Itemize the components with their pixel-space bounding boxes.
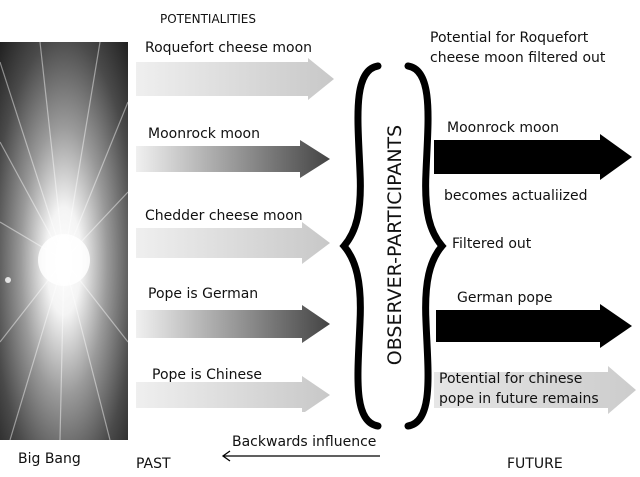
observer-brace [339,62,447,430]
label-moonrock: Moonrock moon [148,126,260,142]
observer-participants-label: OBSERVER-PARTICIPANTS [384,124,406,366]
label-chedder: Chedder cheese moon [145,208,303,224]
arrow-german [136,305,330,343]
label-filtered-out: Filtered out [452,236,532,252]
arrow-moonrock [136,140,330,178]
label-chinese-remains-1: Potential for chinese [439,371,583,387]
label-moonrock-right: Moonrock moon [447,120,559,136]
label-chinese-remains-2: pope in future remains [439,391,599,407]
right-arrows [434,134,632,348]
left-arrows [136,58,334,412]
label-big-bang: Big Bang [18,451,81,467]
label-roquefort-filtered-1: Potential for Roquefort [430,30,589,46]
label-chinese: Pope is Chinese [152,367,263,383]
arrow-chinese [136,376,330,412]
label-becomes-actualized: becomes actualiized [444,188,588,204]
label-german-pope: German pope [457,290,553,306]
label-past: PAST [136,456,171,472]
label-roquefort-filtered-2: cheese moon filtered out [430,50,606,66]
arrow-moonrock-actualized [434,134,632,180]
label-german: Pope is German [148,286,259,302]
label-roquefort: Roquefort cheese moon [145,40,313,56]
arrow-german-actualized [436,304,632,348]
label-backwards-influence: Backwards influence [232,434,377,450]
arrow-roquefort [136,58,334,100]
arrow-chinese-remains [434,366,636,414]
backwards-arrow [221,450,380,462]
potentialities-heading: POTENTIALITIES [160,12,256,26]
label-future: FUTURE [507,456,563,472]
big-bang-image [0,42,128,440]
arrow-chedder [136,222,330,264]
right-light-arrow [434,366,636,414]
